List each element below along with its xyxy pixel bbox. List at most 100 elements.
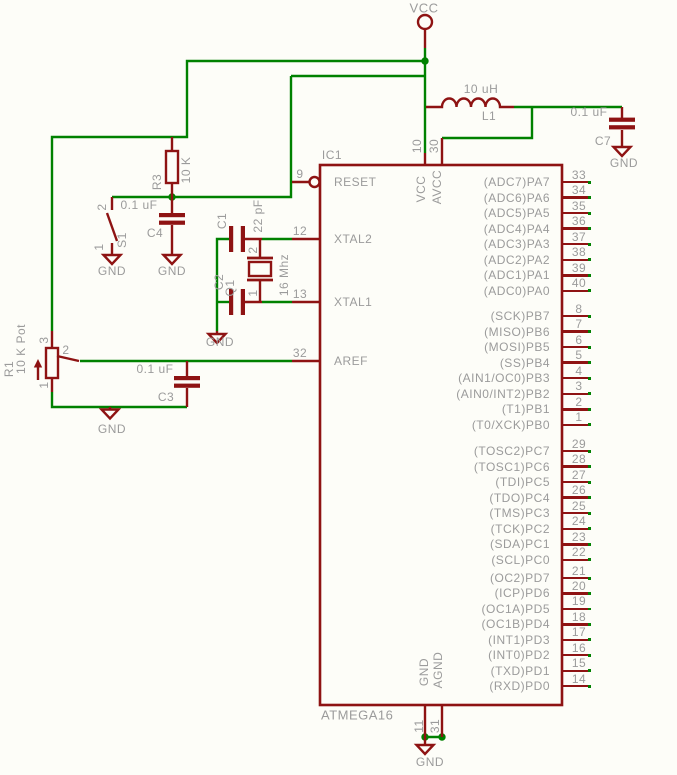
pin-net-tick	[587, 273, 591, 277]
pin-line	[562, 258, 591, 261]
gnd-label-q1: GND	[205, 335, 235, 349]
s1-pin1: 1	[92, 243, 106, 251]
q1-pin2: 2	[246, 246, 260, 254]
inductor-l1	[426, 97, 514, 109]
pin-line	[562, 361, 591, 364]
pin-net-tick	[587, 180, 591, 184]
pin-line	[562, 684, 591, 688]
pin-number: 23	[571, 529, 587, 544]
pin-name: (INT1)PD3	[488, 632, 550, 647]
pin-line	[562, 392, 591, 395]
potentiometer-r1	[33, 331, 80, 392]
pin-number: 18	[571, 609, 587, 624]
pin-net-tick	[587, 423, 591, 427]
switch-s1	[100, 197, 124, 266]
pin-net-tick	[587, 576, 591, 580]
pin-net-tick	[587, 480, 591, 484]
pin-number: 15	[571, 656, 587, 671]
r1-pin1: 1	[37, 381, 51, 389]
pin-number: 35	[571, 198, 587, 213]
pot-wiper-arrow	[33, 359, 43, 368]
pin-number: 21	[571, 563, 587, 578]
pin-number: 32	[292, 346, 308, 360]
q1-ref: Q1	[223, 279, 237, 297]
c4-value: 0.1 uF	[120, 198, 158, 212]
pin-net-tick	[587, 542, 591, 546]
c3-value: 0.1 uF	[136, 362, 174, 376]
pin-number: 25	[571, 498, 587, 513]
pin-name: (TDO)PC4	[489, 490, 550, 505]
pin-number: 14	[571, 671, 587, 686]
pin-line	[562, 314, 591, 318]
pin-line	[562, 496, 591, 499]
pin-line	[562, 576, 591, 580]
pin-name: (SS)PB4	[499, 355, 550, 370]
pin-line	[562, 654, 591, 657]
pin-name: (ADC1)PA1	[483, 268, 550, 283]
pin-number: 9	[296, 167, 304, 181]
pin-line	[562, 449, 591, 453]
pin-number: 38	[571, 245, 587, 260]
pin-name: (TOSC2)PC7	[473, 444, 550, 458]
ic-part-name: ATMEGA16	[321, 707, 394, 723]
l1-ref: L1	[481, 109, 497, 123]
pin-number: 34	[571, 183, 587, 198]
pin-name: XTAL2	[334, 232, 373, 246]
pin-number: 12	[292, 224, 308, 238]
ic-pin10-number: 10	[410, 138, 424, 154]
pin-net-tick	[587, 607, 591, 611]
gnd-symbol-c4	[160, 253, 184, 266]
pin-line	[562, 345, 591, 349]
gnd-symbol-c7	[610, 145, 634, 158]
l1-value: 10 uH	[463, 82, 499, 96]
pin-net-tick	[587, 592, 591, 595]
pin-number: 22	[571, 545, 587, 560]
pin-number: 6	[575, 332, 583, 347]
pin-net-tick	[587, 669, 591, 673]
pin-name: (T1)PB1	[501, 402, 550, 417]
pin-net-tick	[587, 496, 591, 500]
pin-name: (SCL)PC0	[491, 552, 550, 567]
pin-number: 36	[571, 214, 587, 229]
crystal-q1	[205, 239, 273, 345]
pin-name: (TCK)PC2	[490, 521, 550, 536]
c4-ref: C4	[146, 226, 164, 240]
pin-line	[562, 423, 591, 427]
pin-line	[562, 480, 591, 484]
pin-net-tick	[587, 330, 591, 334]
r1-pin2: 2	[62, 343, 70, 357]
reset-inverter-circle	[308, 175, 321, 189]
pin-number: 19	[571, 594, 587, 609]
pin-name: (SCK)PB7	[490, 309, 550, 323]
pin-number: 37	[571, 229, 587, 244]
ic-body	[318, 138, 564, 756]
pin-net-tick	[587, 361, 591, 365]
vcc-label: VCC	[409, 0, 439, 16]
gnd-label-ic: GND	[415, 755, 445, 769]
ic-ref: IC1	[321, 148, 343, 162]
pin-name: (ADC5)PA5	[483, 206, 550, 221]
pin-line	[562, 227, 591, 230]
pin-name: (AIN1/OC0)PB3	[458, 371, 550, 386]
pin-name: (ADC2)PA2	[483, 252, 550, 267]
pin-number: 8	[575, 301, 583, 316]
ic-left-pin-lines	[292, 175, 321, 363]
pin-name: (TMS)PC3	[489, 506, 550, 521]
pin-number: 29	[571, 436, 587, 451]
pin-name: (TDI)PC5	[495, 475, 550, 490]
pin-name: (TOSC1)PC6	[473, 459, 550, 474]
ic-pin31-number: 31	[428, 718, 442, 734]
pin-net-tick	[587, 407, 591, 411]
gnd-label-s1: GND	[97, 264, 127, 278]
pin-line	[562, 243, 591, 246]
pin-number: 5	[575, 348, 583, 363]
pin-number: 4	[575, 363, 583, 378]
pin-line	[562, 512, 591, 515]
capacitor-c3	[174, 361, 200, 407]
pin-net-tick	[587, 638, 591, 642]
pin-net-tick	[587, 511, 591, 515]
pin-number: 33	[571, 167, 587, 182]
capacitor-c7	[609, 107, 635, 158]
pin-number: 3	[575, 379, 583, 394]
c3-ref: C3	[157, 390, 175, 404]
